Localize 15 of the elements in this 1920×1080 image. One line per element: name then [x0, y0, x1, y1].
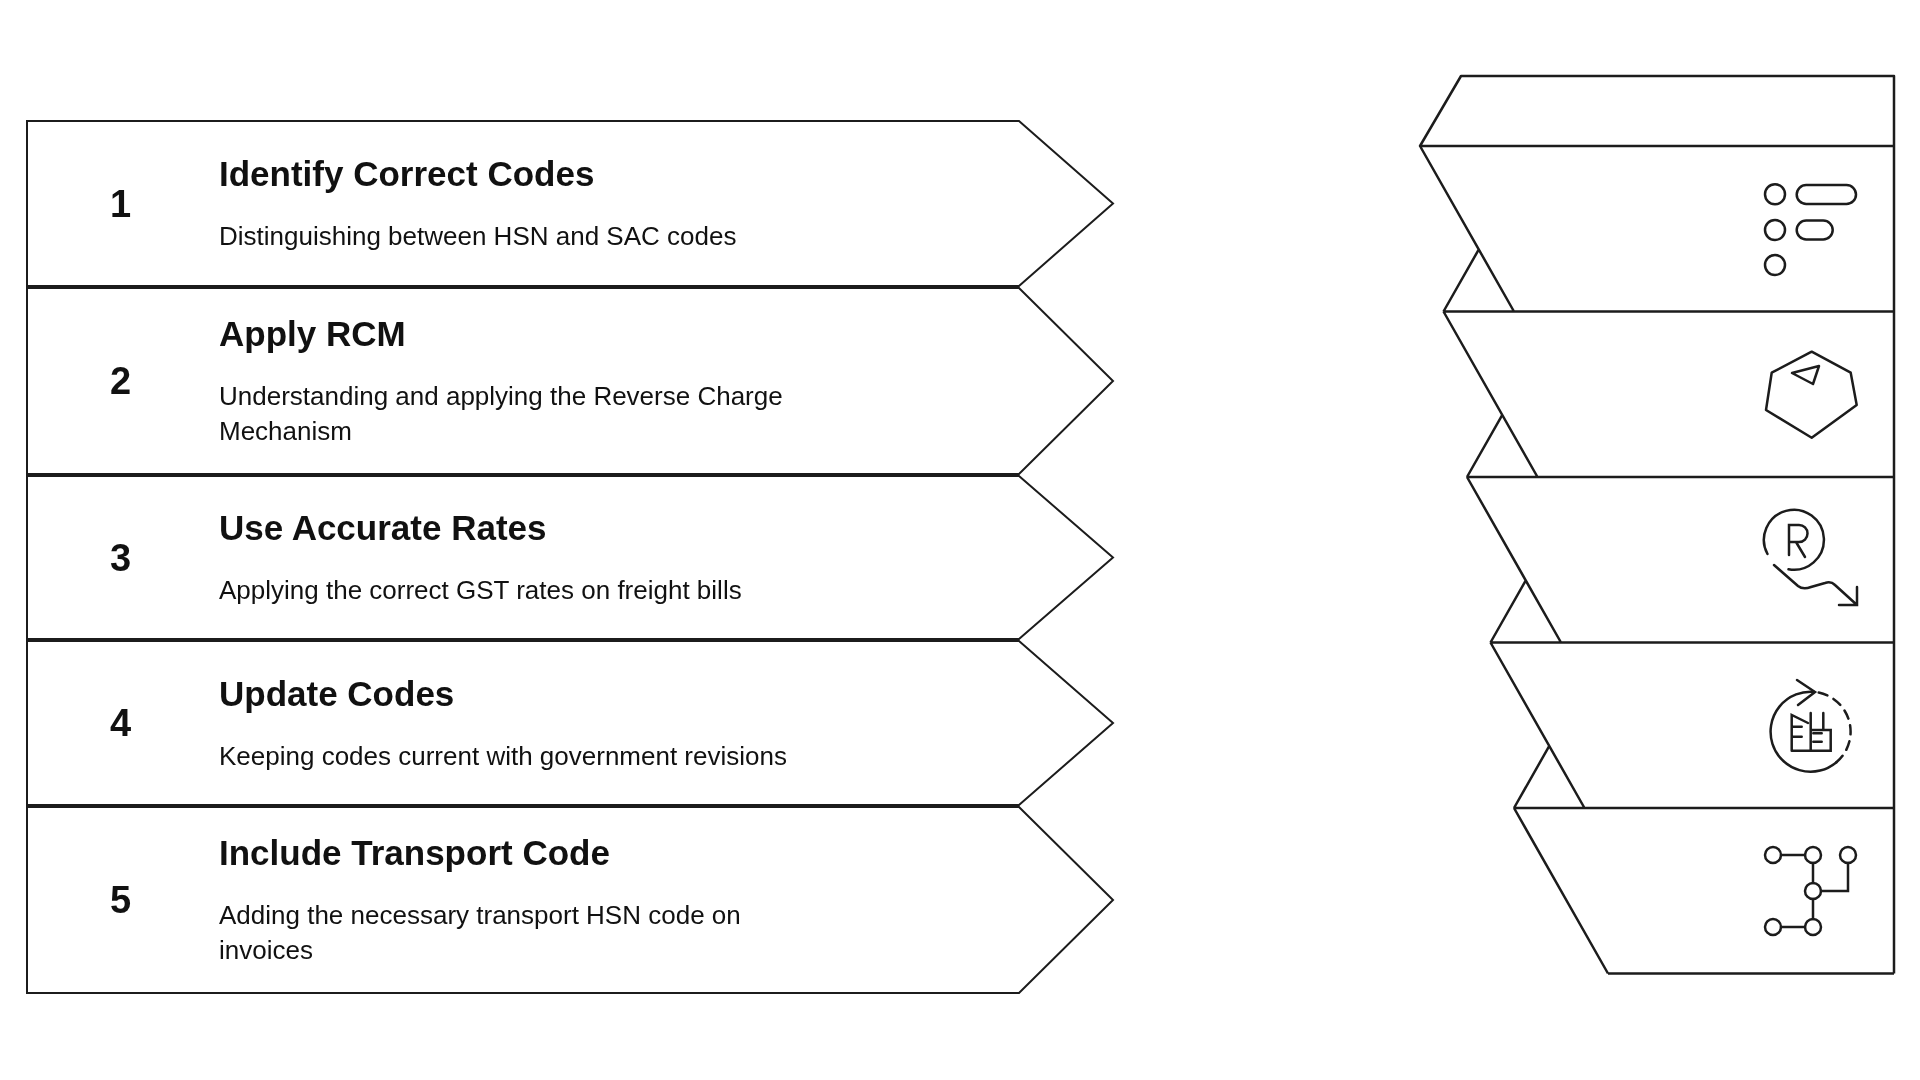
- step-description: Applying the correct GST rates on freight bills: [219, 574, 742, 607]
- step-description: Adding the necessary transport HSN code on invoices: [219, 899, 742, 967]
- step-description: Distinguishing between HSN and SAC codes: [219, 220, 737, 253]
- step-description: Keeping codes current with government revisions: [219, 739, 787, 773]
- step-title: Use Accurate Rates: [219, 507, 547, 549]
- step-title: Update Codes: [219, 672, 455, 715]
- step-description: Understanding and applying the Reverse Charge Mechanism: [219, 380, 784, 448]
- step-number: 1: [110, 181, 132, 226]
- step-number: 3: [110, 535, 132, 580]
- step-title: Apply RCM: [219, 313, 406, 355]
- step-title: Identify Correct Codes: [219, 153, 595, 195]
- step-title: Include Transport Code: [219, 832, 610, 874]
- step-number: 5: [110, 878, 132, 922]
- step-number: 4: [110, 701, 132, 745]
- step-number: 2: [110, 359, 132, 403]
